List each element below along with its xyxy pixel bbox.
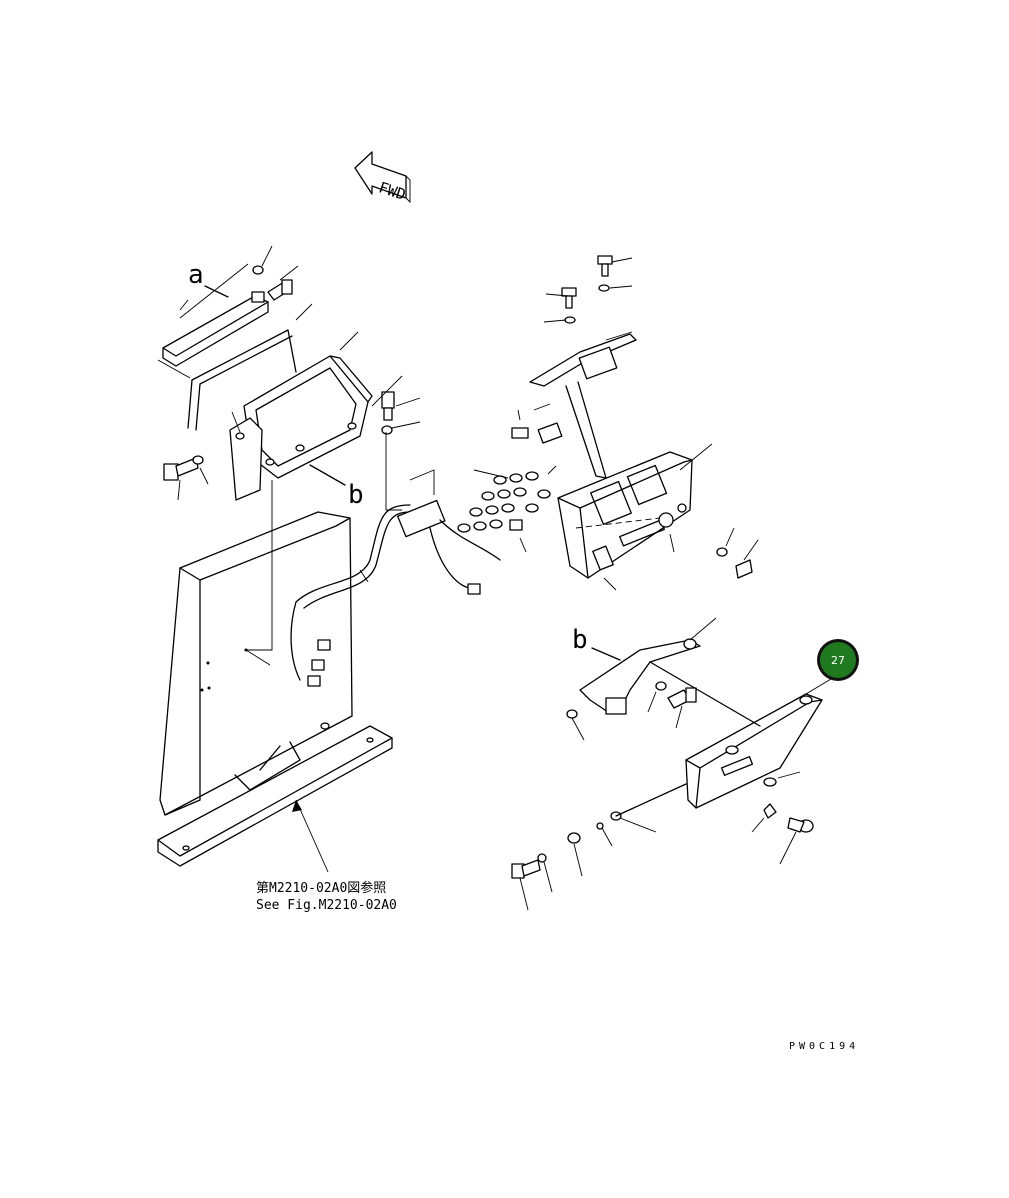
monitor-housing xyxy=(243,355,373,479)
top-right-screws xyxy=(561,255,613,324)
base-plate xyxy=(157,725,393,867)
reference-note-english: See Fig.M2210-02A0 xyxy=(256,898,397,913)
view-arrow-b-top xyxy=(309,464,346,486)
left-bolt xyxy=(163,455,204,481)
small-switch xyxy=(511,422,563,444)
forward-arrow-icon: FWD xyxy=(354,151,411,204)
view-label-a-top: a xyxy=(188,260,204,290)
view-label-b-lower: b xyxy=(572,625,588,655)
top-bracket xyxy=(162,263,269,367)
wiring-harness xyxy=(290,499,501,687)
side-bracket xyxy=(229,417,263,501)
mid-bolt xyxy=(381,391,395,435)
instrument-panel xyxy=(557,451,693,579)
bulb-sockets xyxy=(457,471,551,533)
top-bolt xyxy=(252,265,293,301)
callout-number: 27 xyxy=(831,654,845,667)
drawing-code: PW0C194 xyxy=(789,1041,859,1052)
leader-lines xyxy=(157,245,837,911)
view-label-b-top: b xyxy=(348,480,364,510)
control-box-hardware xyxy=(763,777,814,833)
callout-badge-fill xyxy=(820,642,856,678)
right-screw xyxy=(716,547,753,579)
lever-bracket xyxy=(579,638,701,715)
bracket-hardware xyxy=(566,681,697,719)
cover-frame xyxy=(187,329,297,431)
control-box xyxy=(649,661,823,809)
view-arrow-a-top xyxy=(204,285,229,298)
top-right-bracket xyxy=(529,333,637,479)
view-arrow-b-lower xyxy=(591,647,621,661)
side-panel xyxy=(159,511,353,816)
callout-badge[interactable]: 27 xyxy=(817,639,859,681)
bottom-hardware xyxy=(511,783,687,879)
reference-note-japanese: 第M2210-02A0図参照 xyxy=(256,880,386,896)
